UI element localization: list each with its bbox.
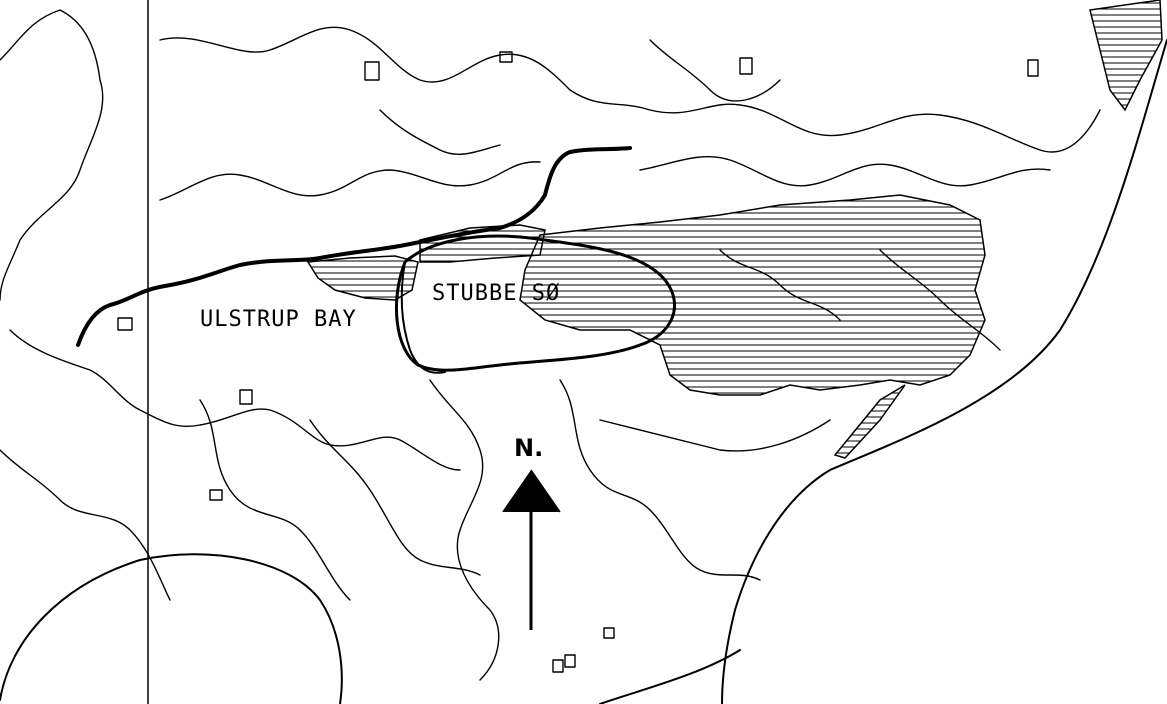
small-islands <box>117 51 1039 673</box>
coastline-east <box>721 39 1167 704</box>
north-label: N. <box>514 434 543 462</box>
river-thick <box>76 146 632 347</box>
coastline-south <box>599 649 741 704</box>
coastline-southwest <box>0 553 343 704</box>
hatched-coast-strip <box>833 384 906 459</box>
hatched-wetland-east <box>519 194 986 396</box>
north-arrow-icon: N. <box>502 434 561 630</box>
river-thin-branch <box>400 261 446 374</box>
land-contours <box>0 9 1101 681</box>
label-ulstrup-bay: ULSTRUP BAY <box>200 307 357 332</box>
hatched-ulstrup-bay <box>306 255 419 301</box>
label-lake: STUBBE SØ <box>432 281 560 306</box>
hatched-northeast-corner <box>1089 0 1163 112</box>
